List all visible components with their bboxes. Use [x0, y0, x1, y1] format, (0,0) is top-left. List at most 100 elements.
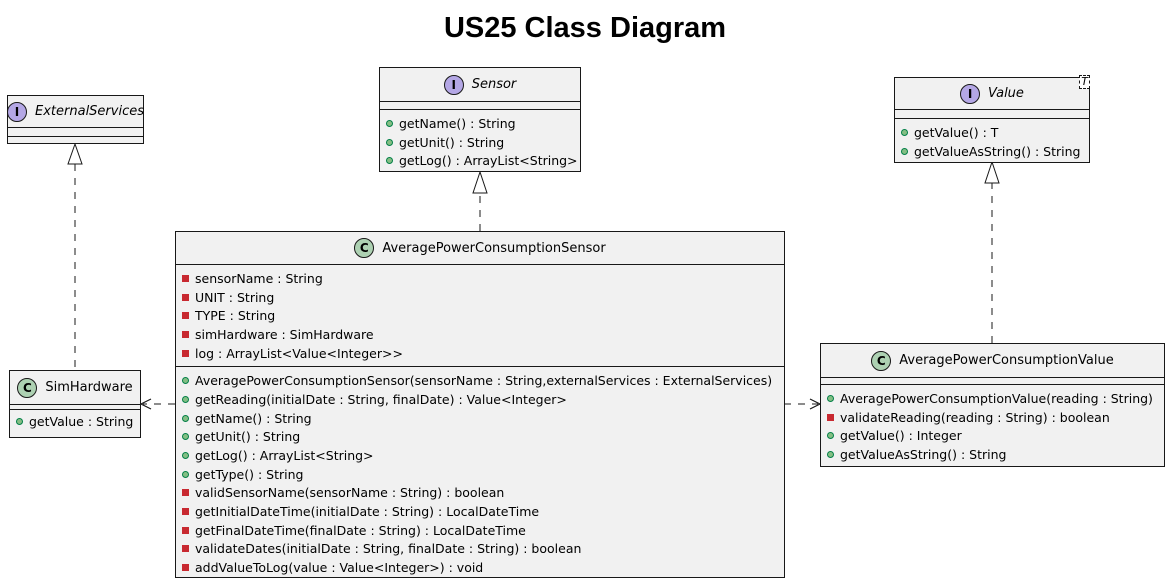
averagepowerconsumptionvalue-class[interactable]: C AveragePowerConsumptionValue AveragePo… [820, 343, 1165, 467]
private-visibility-icon [827, 413, 834, 421]
method-text: validSensorName(sensorName : String) : b… [195, 485, 505, 501]
method-row: getInitialDateTime(initialDate : String)… [182, 502, 784, 521]
method-text: getValue() : Integer [840, 428, 962, 444]
method-row: getValue() : Integer [827, 426, 1164, 445]
realization-apcvalue-value [984, 160, 1000, 343]
private-visibility-icon [182, 312, 189, 320]
class-name: Sensor [471, 77, 517, 92]
method-row: validSensorName(sensorName : String) : b… [182, 484, 784, 503]
public-visibility-icon [182, 414, 189, 422]
method-row: getValueAsString() : String [901, 142, 1089, 161]
class-header: C AveragePowerConsumptionValue [821, 344, 1164, 377]
attributes-section: sensorName : String UNIT : String TYPE :… [176, 264, 784, 366]
method-text: getLog() : ArrayList<String> [399, 153, 578, 169]
class-name: AveragePowerConsumptionValue [899, 353, 1114, 368]
methods-section: getValue() : T getValueAsString() : Stri… [895, 118, 1089, 164]
method-text: AveragePowerConsumptionSensor(sensorName… [195, 373, 773, 389]
method-text: getValueAsString() : String [840, 446, 1007, 462]
private-visibility-icon [182, 564, 189, 572]
public-visibility-icon [182, 452, 189, 460]
method-row: AveragePowerConsumptionSensor(sensorName… [182, 371, 784, 390]
public-visibility-icon [386, 157, 393, 165]
diagram-title: US25 Class Diagram [443, 12, 727, 44]
attribute-text: TYPE : String [195, 308, 276, 324]
private-visibility-icon [182, 508, 189, 516]
attribute-row: TYPE : String [182, 306, 784, 325]
averagepowerconsumptionsensor-class[interactable]: C AveragePowerConsumptionSensor sensorNa… [175, 231, 785, 578]
method-text: getLog() : ArrayList<String> [195, 448, 374, 464]
class-header: C SimHardware [10, 371, 140, 404]
attributes-section [10, 404, 140, 409]
method-row: AveragePowerConsumptionValue(reading : S… [827, 389, 1164, 408]
class-header: I Sensor [380, 68, 580, 101]
simhardware-class[interactable]: C SimHardware getValue : String [9, 370, 141, 438]
attribute-row: sensorName : String [182, 269, 784, 288]
method-row: getName() : String [386, 114, 580, 133]
method-row: validateDates(initialDate : String, fina… [182, 540, 784, 559]
class-name: ExternalServices [35, 104, 144, 119]
value-interface[interactable]: T I Value getValue() : T getValueAsStrin… [894, 75, 1090, 164]
interface-badge-icon: I [960, 83, 981, 104]
method-text: getValue : String [29, 413, 134, 429]
public-visibility-icon [16, 417, 23, 425]
attributes-section [380, 101, 580, 109]
method-row: getType() : String [182, 465, 784, 484]
method-text: getValueAsString() : String [914, 143, 1081, 159]
method-text: AveragePowerConsumptionValue(reading : S… [840, 390, 1153, 406]
method-row: getValueAsString() : String [827, 445, 1164, 464]
methods-section: AveragePowerConsumptionSensor(sensorName… [176, 366, 784, 581]
method-row: addValueToLog(value : Value<Integer>) : … [182, 558, 784, 577]
method-row: getFinalDateTime(finalDate : String) : L… [182, 521, 784, 540]
method-text: getInitialDateTime(initialDate : String)… [195, 504, 540, 520]
attribute-text: simHardware : SimHardware [195, 326, 374, 342]
class-header: C AveragePowerConsumptionSensor [176, 232, 784, 264]
method-text: getUnit() : String [399, 134, 505, 150]
methods-section: AveragePowerConsumptionValue(reading : S… [821, 384, 1164, 468]
class-badge-icon: C [17, 377, 38, 398]
private-visibility-icon [182, 274, 189, 282]
private-visibility-icon [182, 330, 189, 338]
public-visibility-icon [182, 470, 189, 478]
interface-badge-icon: I [443, 74, 464, 95]
method-text: validateReading(reading : String) : bool… [840, 409, 1110, 425]
private-visibility-icon [182, 489, 189, 497]
methods-section: getValue : String [10, 409, 140, 433]
public-visibility-icon [827, 450, 834, 458]
class-badge-icon: C [871, 350, 892, 371]
method-row: getUnit() : String [182, 428, 784, 447]
public-visibility-icon [182, 377, 189, 385]
methods-section: getName() : String getUnit() : String ge… [380, 109, 580, 174]
class-name: AveragePowerConsumptionSensor [382, 240, 606, 256]
realization-apcsensor-sensor [472, 170, 488, 231]
public-visibility-icon [182, 395, 189, 403]
class-badge-icon: C [354, 238, 375, 258]
public-visibility-icon [901, 128, 908, 136]
attribute-text: sensorName : String [195, 270, 323, 286]
realization-simhardware-externalservices [67, 142, 83, 367]
class-name: SimHardware [45, 380, 133, 395]
method-row: getValue : String [16, 412, 140, 431]
method-row: validateReading(reading : String) : bool… [827, 408, 1164, 427]
private-visibility-icon [182, 293, 189, 301]
sensor-interface[interactable]: I Sensor getName() : String getUnit() : … [379, 67, 581, 172]
attribute-row: UNIT : String [182, 288, 784, 307]
attributes-section [895, 109, 1089, 118]
method-row: getLog() : ArrayList<String> [182, 446, 784, 465]
dependency-apcsensor-apcvalue [784, 398, 822, 410]
attribute-text: log : ArrayList<Value<Integer>> [195, 345, 403, 361]
class-header: I ExternalServices [7, 96, 144, 127]
private-visibility-icon [182, 526, 189, 534]
method-row: getName() : String [182, 409, 784, 428]
private-visibility-icon [182, 349, 189, 357]
method-text: getName() : String [399, 115, 516, 131]
methods-section [8, 136, 143, 137]
method-text: getFinalDateTime(finalDate : String) : L… [195, 522, 526, 538]
public-visibility-icon [827, 432, 834, 440]
attributes-section [821, 377, 1164, 384]
public-visibility-icon [182, 433, 189, 441]
interface-badge-icon: I [7, 101, 28, 122]
public-visibility-icon [901, 147, 908, 155]
method-row: getValue() : T [901, 123, 1089, 142]
externalservices-interface[interactable]: I ExternalServices [7, 95, 144, 144]
